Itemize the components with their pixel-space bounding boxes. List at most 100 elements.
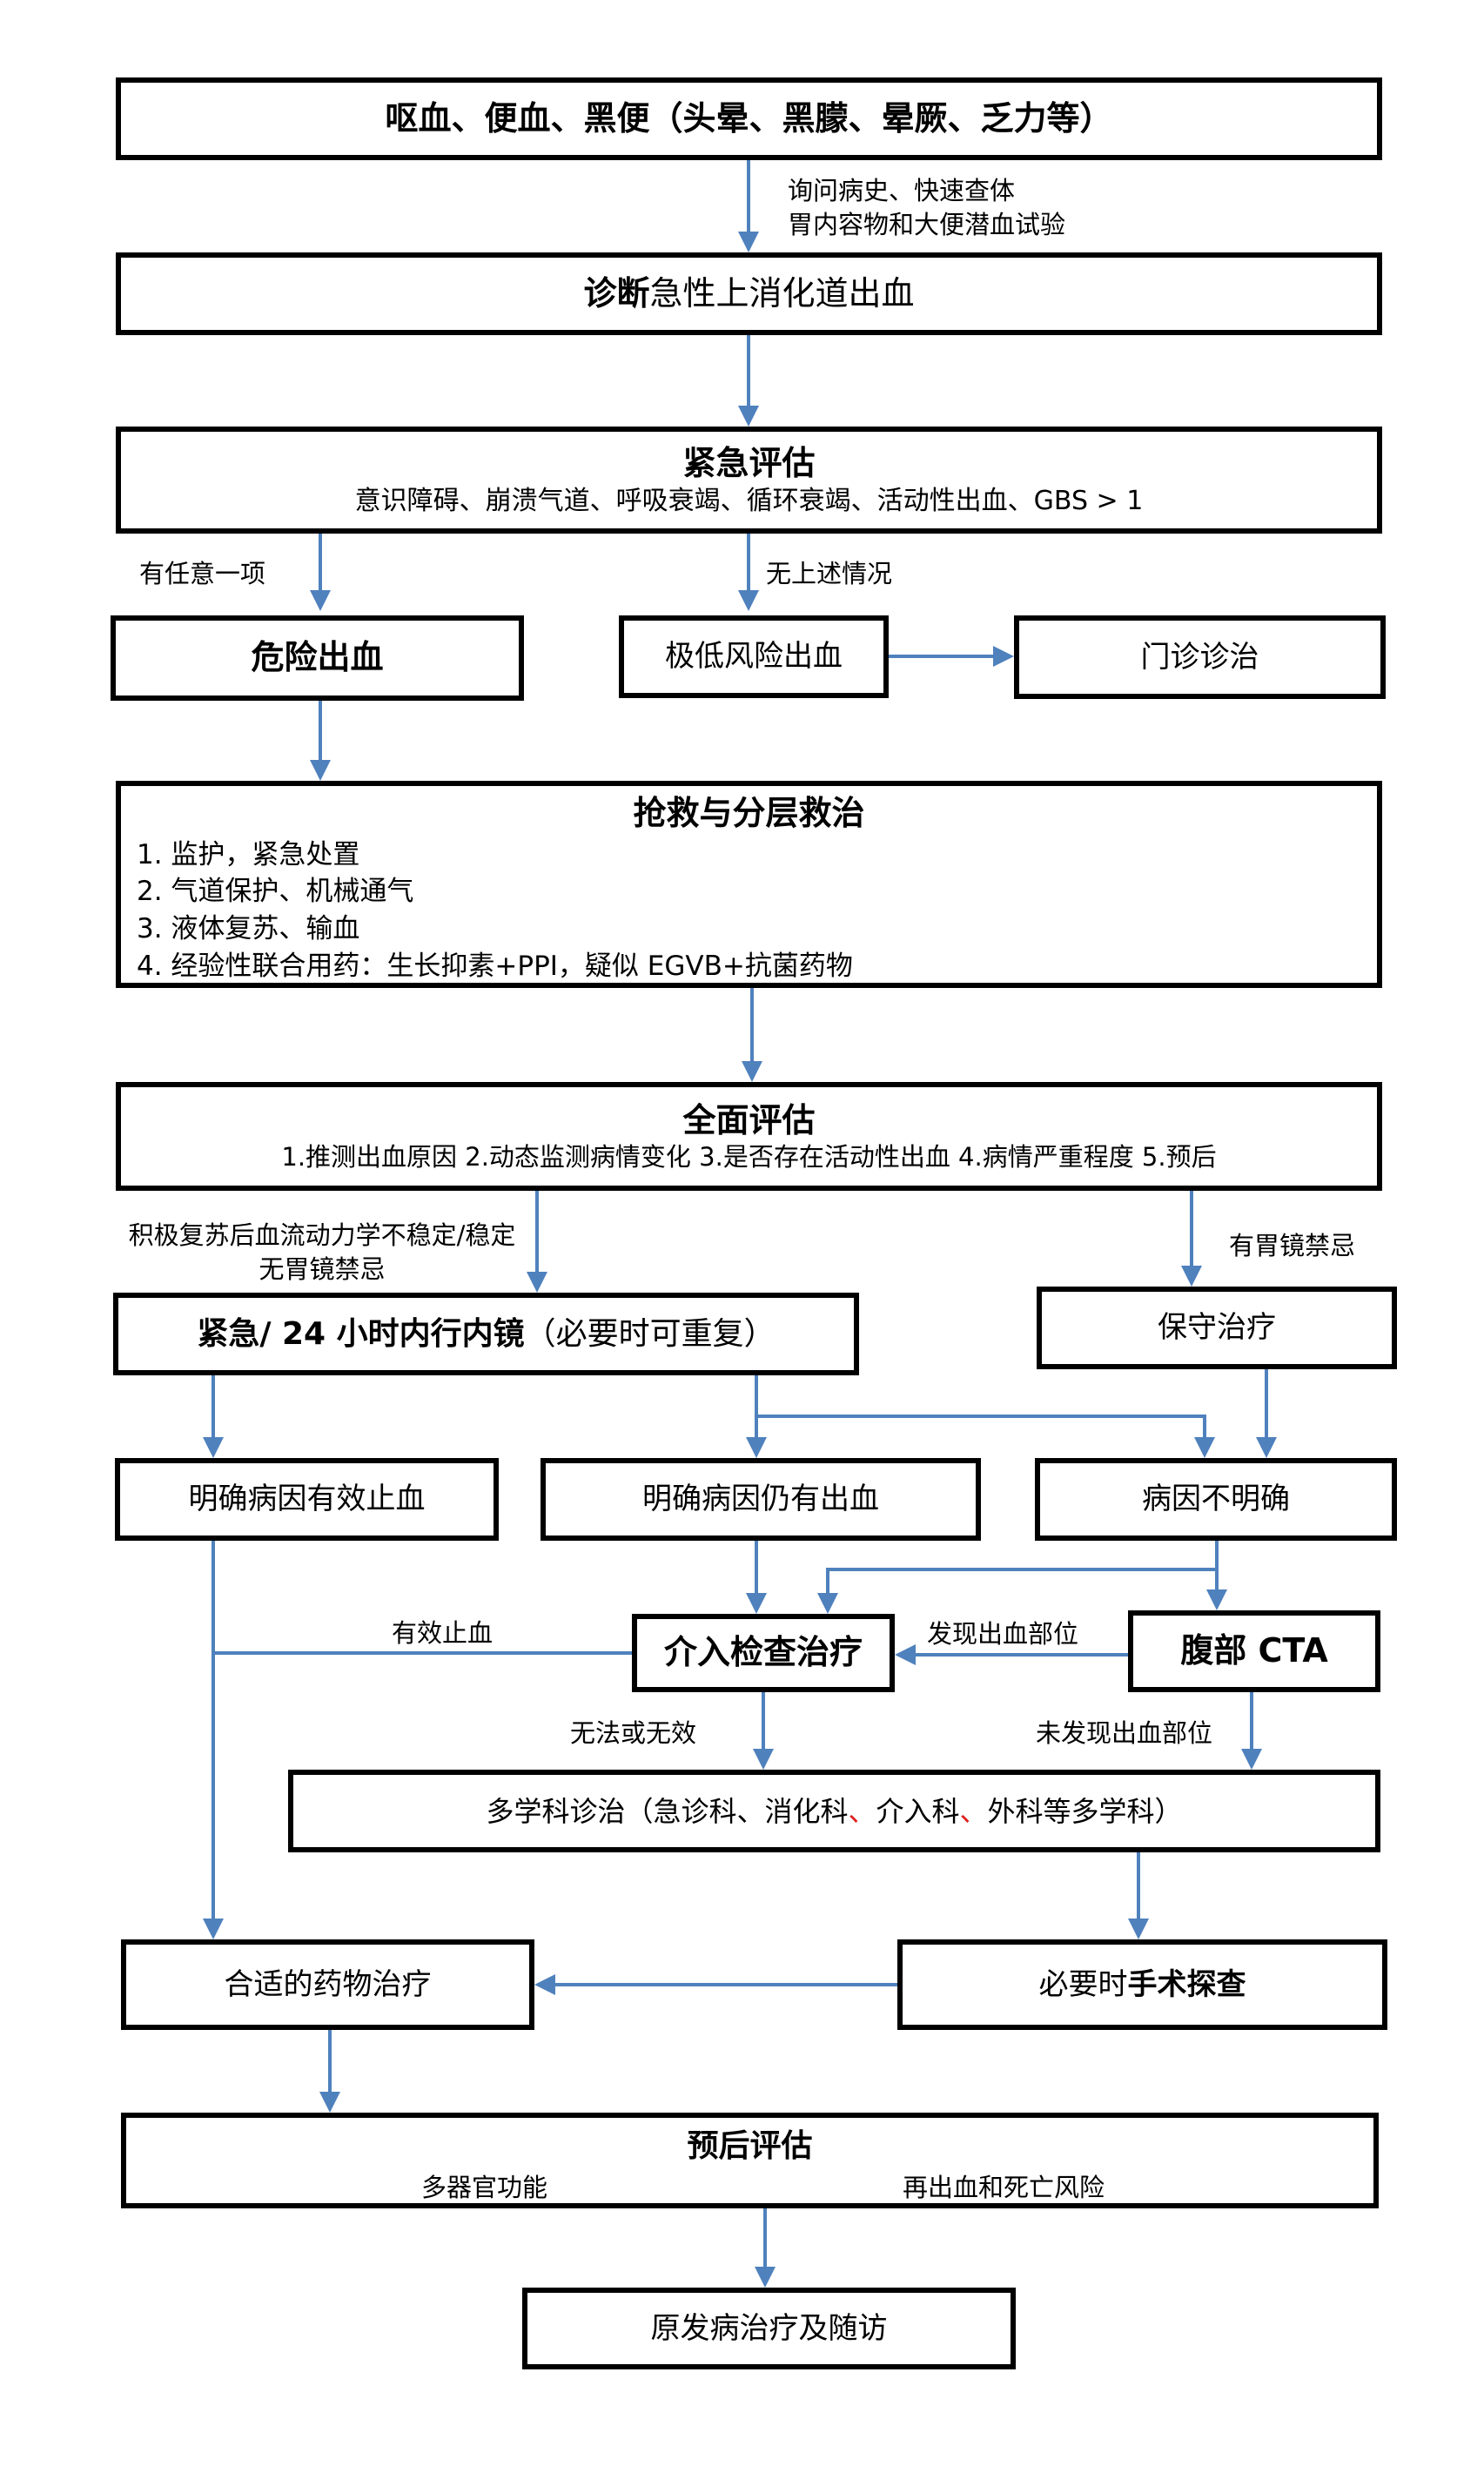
- node-full-assessment-title: 全面评估: [682, 1100, 816, 1139]
- arrow-full-to-conservative-line: [1190, 1191, 1193, 1266]
- node-surgical-exploration: 必要时手术探查: [897, 1939, 1387, 2030]
- arrow-cta-to-mdt-head: [1241, 1749, 1262, 1770]
- arrow-intervention-to-mdt-line: [762, 1692, 765, 1749]
- node-diagnosis: 诊断急性上消化道出血: [116, 252, 1382, 335]
- node-rescue-item-3: 3. 液体复苏、输血: [137, 913, 360, 944]
- node-symptoms-label: 呕血、便血、黑便（头晕、黑朦、晕厥、乏力等）: [385, 98, 1113, 138]
- arrow-cta-to-intervention-head: [895, 1644, 916, 1665]
- node-mdt-label: 多学科诊治（急诊科、消化科、介入科、外科等多学科）: [486, 1794, 1182, 1829]
- node-prognosis-left-note: 多器官功能: [421, 2173, 548, 2202]
- edge-label-unstable-line2: 无胃镜禁忌: [259, 1254, 386, 1285]
- node-prognosis-title: 预后评估: [687, 2128, 813, 2164]
- node-cause-unknown-label: 病因不明确: [1142, 1482, 1290, 1517]
- arrow-mdt-to-surgery-line: [1137, 1852, 1140, 1919]
- node-outpatient-care: 门诊诊治: [1014, 615, 1386, 699]
- arrow-dangerous-to-rescue-head: [310, 760, 331, 781]
- node-cause-confirmed-hemostasis: 明确病因有效止血: [115, 1458, 499, 1541]
- arrow-unknown-to-cta-head: [1206, 1589, 1227, 1610]
- node-outpatient-care-label: 门诊诊治: [1140, 639, 1259, 675]
- edge-label-contraindicated: 有胃镜禁忌: [1229, 1231, 1356, 1260]
- node-mdt-red-mark-2: 、: [959, 1794, 988, 1828]
- node-diagnosis-bold: 诊断: [583, 273, 650, 312]
- node-mdt-seg2: 介入科: [876, 1794, 960, 1828]
- arrow-conservative-to-unknown-line: [1265, 1369, 1268, 1437]
- arrow-full-to-conservative-head: [1181, 1266, 1202, 1287]
- arrow-surgery-to-medication-line: [555, 1983, 897, 1986]
- arrow-dangerous-to-rescue-line: [319, 701, 322, 760]
- node-very-low-risk: 极低风险出血: [619, 615, 889, 698]
- arrow-urgent-to-lowrisk-line: [747, 534, 750, 590]
- node-conservative-label: 保守治疗: [1158, 1310, 1276, 1346]
- arrow-urgent-to-lowrisk-head: [738, 590, 759, 611]
- arrow-endoscopy-to-hemostasis-head: [203, 1437, 224, 1458]
- edge-label-any-one: 有任意一项: [139, 559, 266, 588]
- arrow-conservative-to-unknown-head: [1256, 1437, 1277, 1458]
- arrow-lowrisk-to-outpatient-line: [889, 655, 997, 658]
- node-dangerous-bleeding: 危险出血: [111, 615, 524, 701]
- node-abdominal-cta: 腹部 CTA: [1128, 1610, 1380, 1692]
- line-intervention-effective-hemostasis: [213, 1651, 632, 1655]
- arrow-rescue-to-full-head: [742, 1061, 762, 1082]
- arrow-surgery-to-medication-head: [534, 1974, 555, 1995]
- arrow-full-to-endoscopy-head: [527, 1272, 547, 1293]
- arrow-endoscopy-to-stillbleeding-line: [755, 1375, 758, 1437]
- node-cause-confirmed-still-bleeding: 明确病因仍有出血: [541, 1458, 981, 1541]
- node-appropriate-medication: 合适的药物治疗: [121, 1939, 534, 2030]
- arrow-medication-to-prognosis-head: [319, 2092, 340, 2113]
- arrow-rescue-to-full-line: [750, 988, 754, 1061]
- node-full-assessment-subtitle: 1.推测出血原因 2.动态监测病情变化 3.是否存在活动性出血 4.病情严重程度…: [281, 1142, 1217, 1173]
- node-symptoms: 呕血、便血、黑便（头晕、黑朦、晕厥、乏力等）: [116, 77, 1382, 160]
- node-prognosis-right-note: 再出血和死亡风险: [903, 2173, 1105, 2202]
- node-dangerous-bleeding-label: 危险出血: [251, 638, 384, 677]
- node-prognosis: 预后评估 多器官功能 再出血和死亡风险: [121, 2113, 1379, 2208]
- arrow-symptoms-to-diagnosis-line: [747, 160, 750, 232]
- node-mdt: 多学科诊治（急诊科、消化科、介入科、外科等多学科）: [288, 1770, 1380, 1852]
- node-conservative: 保守治疗: [1037, 1287, 1397, 1369]
- arrow-endoscopy-to-unknown-jog-line: [756, 1415, 1206, 1418]
- arrow-mdt-to-surgery-head: [1128, 1919, 1149, 1939]
- node-endoscopy-bold: 紧急/ 24 小时内行内镜: [197, 1316, 525, 1352]
- arrow-unknown-drop-line: [1215, 1541, 1219, 1571]
- node-abdominal-cta-label: 腹部 CTA: [1180, 1631, 1328, 1670]
- node-rescue-title: 抢救与分层救治: [633, 794, 865, 832]
- edge-label-unstable-line1: 积极复苏后血流动力学不稳定/稳定: [128, 1220, 516, 1250]
- arrow-prognosis-to-followup-head: [755, 2267, 776, 2288]
- arrow-diagnosis-to-urgent-head: [738, 406, 759, 427]
- node-rescue-item-2: 2. 气道保护、机械通气: [137, 876, 414, 908]
- arrow-unknown-to-intervention-head: [817, 1593, 838, 1614]
- edge-label-unstable: 积极复苏后血流动力学不稳定/稳定 无胃镜禁忌: [91, 1219, 553, 1287]
- node-mdt-seg3: 外科等多学科）: [987, 1794, 1183, 1828]
- arrow-urgent-to-dangerous-head: [310, 590, 331, 611]
- node-diagnosis-label: 诊断急性上消化道出血: [583, 273, 914, 315]
- arrow-hemostasis-to-medication-line: [212, 1541, 215, 1919]
- node-primary-disease-followup-label: 原发病治疗及随访: [650, 2310, 888, 2346]
- arrow-medication-to-prognosis-line: [328, 2030, 332, 2092]
- node-surgical-exploration-bold: 手术探查: [1127, 1966, 1246, 2002]
- edge-label-cannot-or-ineffective: 无法或无效: [570, 1718, 697, 1748]
- node-endoscopy: 紧急/ 24 小时内行内镜（必要时可重复）: [113, 1293, 859, 1375]
- arrow-prognosis-to-followup-line: [763, 2208, 767, 2267]
- arrow-cta-to-mdt-line: [1250, 1692, 1253, 1749]
- arrow-stillbleeding-to-intervention-line: [755, 1541, 758, 1593]
- arrow-stillbleeding-to-intervention-head: [746, 1593, 767, 1614]
- node-endoscopy-label: 紧急/ 24 小时内行内镜（必要时可重复）: [197, 1314, 775, 1354]
- node-surgical-exploration-normal: 必要时: [1038, 1966, 1128, 2002]
- node-mdt-red-mark-1: 、: [848, 1794, 876, 1828]
- node-mdt-seg1: 多学科诊治（急诊科、消化科: [486, 1794, 849, 1828]
- arrow-diagnosis-to-urgent-line: [747, 335, 750, 406]
- node-urgent-assessment-subtitle: 意识障碍、崩溃气道、呼吸衰竭、循环衰竭、活动性出血、GBS > 1: [354, 485, 1144, 516]
- node-surgical-exploration-label: 必要时手术探查: [1039, 1966, 1246, 2004]
- arrow-cta-to-intervention-line: [916, 1653, 1128, 1657]
- edge-label-history: 询问病史、快速查体 胃内容物和大便潜血试验: [788, 174, 1065, 242]
- node-very-low-risk-label: 极低风险出血: [665, 639, 843, 675]
- arrow-endoscopy-to-hemostasis-line: [212, 1375, 215, 1437]
- node-rescue-items: 1. 监护，紧急处置 2. 气道保护、机械通气 3. 液体复苏、输血 4. 经验…: [121, 835, 1377, 987]
- edge-label-effective-hemostasis: 有效止血: [392, 1618, 494, 1648]
- arrow-unknown-to-intervention-jog-line: [828, 1568, 1219, 1571]
- node-interventional-therapy: 介入检查治疗: [632, 1614, 895, 1692]
- edge-label-history-line2: 胃内容物和大便潜血试验: [788, 210, 1066, 240]
- node-cause-confirmed-hemostasis-label: 明确病因有效止血: [188, 1482, 426, 1517]
- arrow-unknown-to-intervention-drop-line: [826, 1568, 829, 1593]
- node-full-assessment: 全面评估 1.推测出血原因 2.动态监测病情变化 3.是否存在活动性出血 4.病…: [116, 1082, 1382, 1191]
